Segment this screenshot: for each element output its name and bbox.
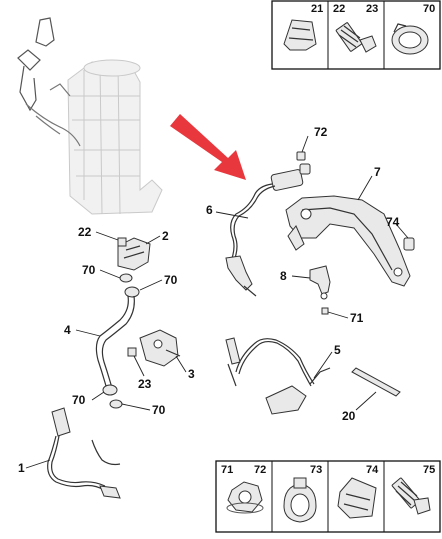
sensor-harness-1	[47, 407, 121, 499]
callout-70-d: 70	[152, 403, 166, 417]
bolt-22-23-icon	[335, 22, 377, 53]
bolt-75-icon	[391, 477, 431, 515]
flange-nut-71-72-icon	[226, 481, 264, 514]
callout-4: 4	[64, 323, 71, 337]
callout-70-c: 70	[72, 393, 86, 407]
pressure-sensor-6	[225, 163, 311, 297]
callout-72: 72	[314, 125, 328, 139]
legend-bottom-num-73: 73	[310, 464, 322, 476]
legend-bottom: 71 72 73 74 75	[215, 460, 441, 533]
clip-74-icon	[337, 477, 377, 519]
legend-bottom-num-71: 71	[221, 464, 233, 476]
callout-71: 71	[350, 311, 364, 325]
callout-74: 74	[386, 215, 400, 229]
legend-bottom-num-72: 72	[254, 464, 266, 476]
bracket-3	[127, 329, 181, 367]
small-bracket-8	[309, 265, 331, 315]
legend-bottom-num-74: 74	[366, 464, 379, 476]
sensor-5	[225, 337, 331, 415]
callout-5: 5	[334, 343, 341, 357]
hose-clamps-70-lower	[102, 384, 123, 409]
callout-1: 1	[18, 461, 25, 475]
callout-2: 2	[162, 229, 169, 243]
callout-7: 7	[374, 165, 381, 179]
callout-6: 6	[206, 203, 213, 217]
legend-top-num-23: 23	[366, 3, 378, 15]
p-clamp-73-icon	[283, 477, 317, 523]
leader-lines	[25, 135, 409, 469]
hose-clamps-70-upper	[119, 273, 140, 298]
callout-70-b: 70	[164, 273, 178, 287]
mounting-bracket-7	[285, 195, 411, 287]
callout-labels: 72 7 6 74 8 71 5 20 22 2 70 70 4 3 23 70…	[18, 125, 400, 475]
red-pointer-arrow	[170, 114, 246, 180]
legend-top-num-21: 21	[311, 3, 323, 15]
hose-clamp-70-icon	[391, 23, 429, 55]
legend-top-num-70: 70	[423, 3, 435, 15]
callout-23: 23	[138, 377, 152, 391]
rod-20	[351, 367, 401, 397]
legend-top-num-22: 22	[333, 3, 345, 15]
clip-21-icon	[283, 19, 317, 51]
callout-70-a: 70	[82, 263, 96, 277]
sensor-bracket-2	[117, 237, 151, 271]
exhaust-catalyst-ghost	[67, 59, 163, 215]
callout-20: 20	[342, 409, 356, 423]
legend-bottom-num-75: 75	[423, 464, 435, 476]
nut-72-small	[296, 151, 306, 161]
pipe-4	[95, 295, 135, 389]
clip-74-part	[403, 237, 415, 251]
upper-bracket-ghost	[17, 17, 81, 147]
callout-3: 3	[188, 367, 195, 381]
legend-top: 21 22 23 70	[271, 0, 441, 70]
callout-22: 22	[78, 225, 92, 239]
callout-8: 8	[280, 269, 287, 283]
